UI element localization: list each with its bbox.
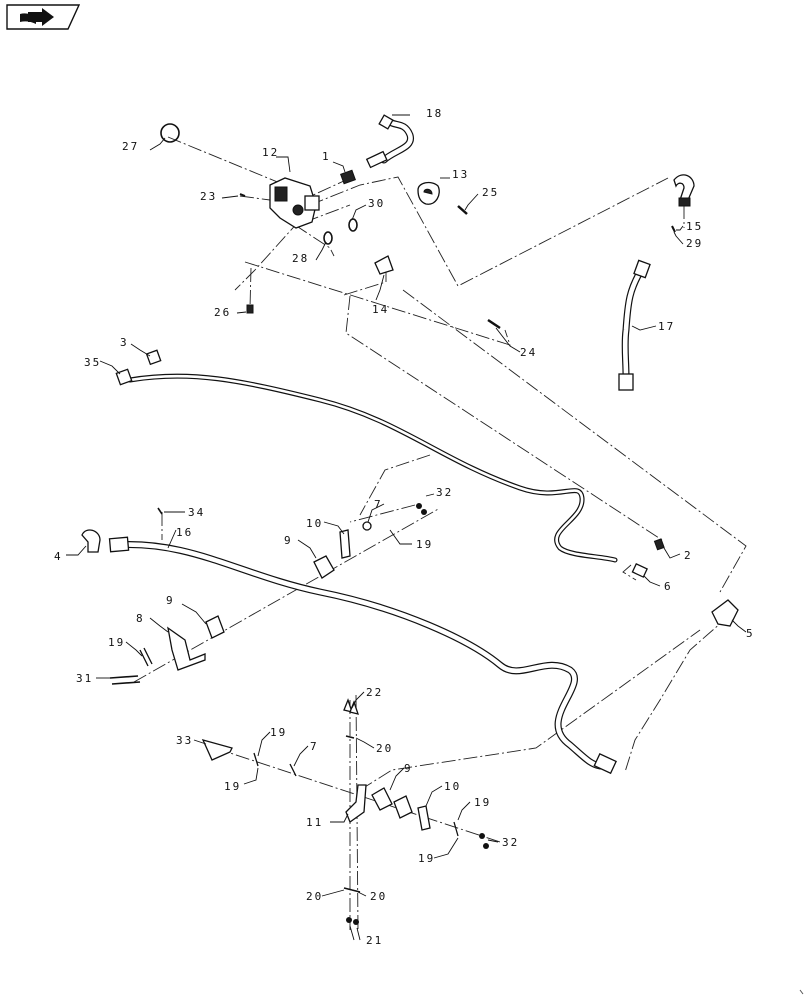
bracket-10a [339, 529, 351, 559]
callout-21: 21 [366, 934, 383, 947]
bolts-31 [109, 675, 141, 685]
callout-7b: 7 [310, 740, 319, 753]
callout-2: 2 [684, 549, 693, 562]
callout-4: 4 [54, 550, 63, 563]
callout-19b: 19 [108, 636, 125, 649]
hose-17 [621, 268, 644, 380]
callout-1: 1 [322, 150, 331, 163]
callout-28: 28 [292, 252, 309, 265]
callout-19a: 19 [416, 538, 433, 551]
callout-32a: 32 [436, 486, 453, 499]
callout-7a: 7 [374, 498, 383, 511]
bolt-33 [201, 739, 233, 761]
bolt-26 [246, 304, 254, 314]
callout-32b: 32 [502, 836, 519, 849]
bracket-10b [417, 805, 431, 831]
fitting-18-end [365, 114, 394, 169]
callout-20b: 20 [306, 890, 323, 903]
callout-19d: 19 [224, 780, 241, 793]
callout-22: 22 [366, 686, 383, 699]
callout-20a: 20 [376, 742, 393, 755]
callout-29: 29 [686, 237, 703, 250]
callout-3: 3 [120, 336, 129, 349]
fitting-1 [340, 169, 356, 185]
callout-15: 15 [686, 220, 703, 233]
clamp-9b [205, 615, 225, 639]
washers-19-lower [253, 752, 459, 837]
bolt-34 [157, 507, 163, 515]
callout-35: 35 [84, 356, 101, 369]
fitting-5 [711, 599, 739, 627]
book-arrow-icon[interactable] [6, 4, 80, 30]
callout-9b: 9 [166, 594, 175, 607]
corner-mark [799, 989, 804, 995]
hose-16 [111, 541, 604, 770]
callout-9a: 9 [284, 534, 293, 547]
fitting-35 [115, 368, 133, 386]
clamp-9a [313, 555, 335, 579]
callout-31: 31 [76, 672, 93, 685]
hose-17-ends [618, 259, 651, 391]
nut-32a [416, 503, 427, 515]
callout-19c: 19 [270, 726, 287, 739]
bolt-25 [457, 205, 468, 215]
callout-12: 12 [262, 146, 279, 159]
callouts: 27 12 1 18 13 25 23 30 28 14 26 24 15 29… [54, 107, 755, 947]
callout-26: 26 [214, 306, 231, 319]
callout-6: 6 [664, 580, 673, 593]
bracket-11 [345, 784, 367, 824]
callout-33: 33 [176, 734, 193, 747]
washers-19a [139, 647, 153, 667]
oring-29 [671, 225, 676, 233]
fitting-4 [81, 529, 101, 553]
hose-18 [380, 118, 414, 164]
centerlines [133, 136, 747, 931]
fitting-3 [145, 349, 162, 366]
valve-block-12 [269, 177, 320, 229]
bolt-24 [487, 318, 501, 330]
fitting-6 [631, 562, 648, 578]
callout-16: 16 [176, 526, 193, 539]
callout-10b: 10 [444, 780, 461, 793]
hose-35 [127, 373, 618, 563]
bracket-8 [167, 626, 206, 671]
callout-10a: 10 [306, 517, 323, 530]
hose-16-ends [108, 536, 617, 775]
callout-25: 25 [482, 186, 499, 199]
callout-14: 14 [372, 303, 389, 316]
callout-30: 30 [368, 197, 385, 210]
callout-18: 18 [426, 107, 443, 120]
clamp-13 [417, 181, 440, 205]
callout-8: 8 [136, 612, 145, 625]
leaders [66, 114, 747, 941]
callout-5: 5 [746, 627, 755, 640]
nuts-32b [479, 833, 489, 849]
ring-27 [160, 123, 180, 143]
callout-20c: 20 [370, 890, 387, 903]
elbow-15 [673, 174, 695, 207]
nut-7a [362, 521, 372, 531]
callout-11: 11 [306, 816, 323, 829]
callout-24: 24 [520, 346, 537, 359]
callout-17: 17 [658, 320, 675, 333]
nuts-21 [346, 917, 359, 925]
callout-13: 13 [452, 168, 469, 181]
bolt-23 [239, 193, 246, 197]
callout-19f: 19 [418, 852, 435, 865]
fitting-2 [653, 538, 665, 551]
callout-19e: 19 [474, 796, 491, 809]
callout-34: 34 [188, 506, 205, 519]
callout-27: 27 [122, 140, 139, 153]
callout-9c: 9 [404, 762, 413, 775]
clamps-9c [371, 787, 413, 819]
seal-28 [323, 231, 333, 245]
oring-30 [348, 218, 358, 232]
clamp-14 [374, 255, 394, 275]
callout-23: 23 [200, 190, 217, 203]
washers-20 [343, 735, 361, 893]
